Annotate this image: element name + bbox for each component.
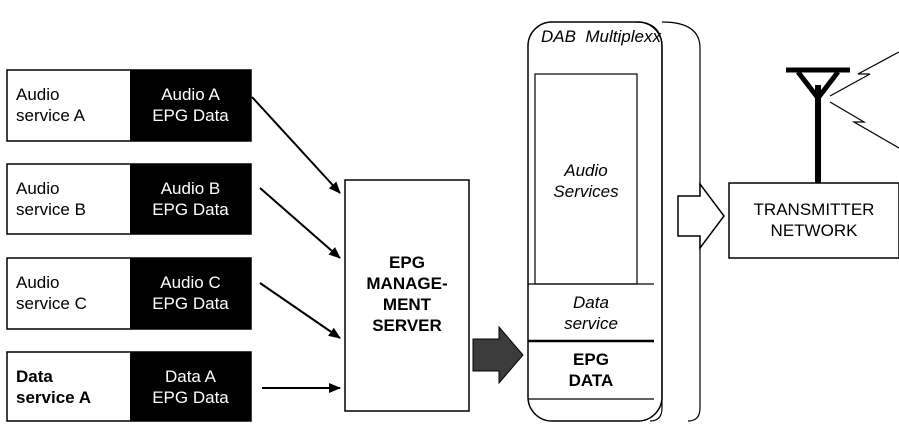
- source-audio-c: [6, 257, 252, 330]
- source-data-a: [6, 351, 252, 422]
- source-name-label: Audio service A: [16, 85, 85, 125]
- arrow-audio-a: [251, 96, 341, 194]
- lightning-signal-icon: [829, 51, 899, 149]
- data-service-label: Data service: [564, 293, 618, 333]
- audio-services-label: Audio Services: [553, 161, 619, 201]
- multiplex-to-transmitter-arrow: [677, 181, 725, 251]
- source-epg-label: Data A EPG Data: [152, 367, 229, 407]
- dab-multiplex: [527, 21, 701, 422]
- arrow-audio-b: [259, 187, 341, 259]
- source-audio-b: [6, 163, 252, 235]
- transmitter-network: [728, 182, 899, 259]
- source-name-label: Audio service C: [16, 273, 87, 313]
- source-epg-label: Audio B EPG Data: [152, 179, 229, 219]
- source-epg-label: Audio A EPG Data: [152, 85, 229, 125]
- source-epg-label: Audio C EPG Data: [152, 273, 229, 313]
- source-audio-a: [6, 69, 252, 142]
- epg-management-server: [344, 179, 470, 412]
- antenna-icon: [786, 67, 850, 183]
- epg-data-label: EPG DATA: [568, 350, 614, 390]
- multiplex-title: DAB Multiplexx: [541, 27, 661, 46]
- server-to-multiplex-arrow: [472, 325, 524, 385]
- audio-services-block: [534, 73, 638, 285]
- transmitter-label: TRANSMITTER NETWORK: [753, 200, 875, 240]
- arrow-audio-c: [259, 282, 341, 339]
- server-label: EPG MANAGE- MENT SERVER: [366, 253, 448, 335]
- source-name-label: Audio service B: [16, 179, 86, 219]
- source-name-label: Data service A: [16, 367, 91, 407]
